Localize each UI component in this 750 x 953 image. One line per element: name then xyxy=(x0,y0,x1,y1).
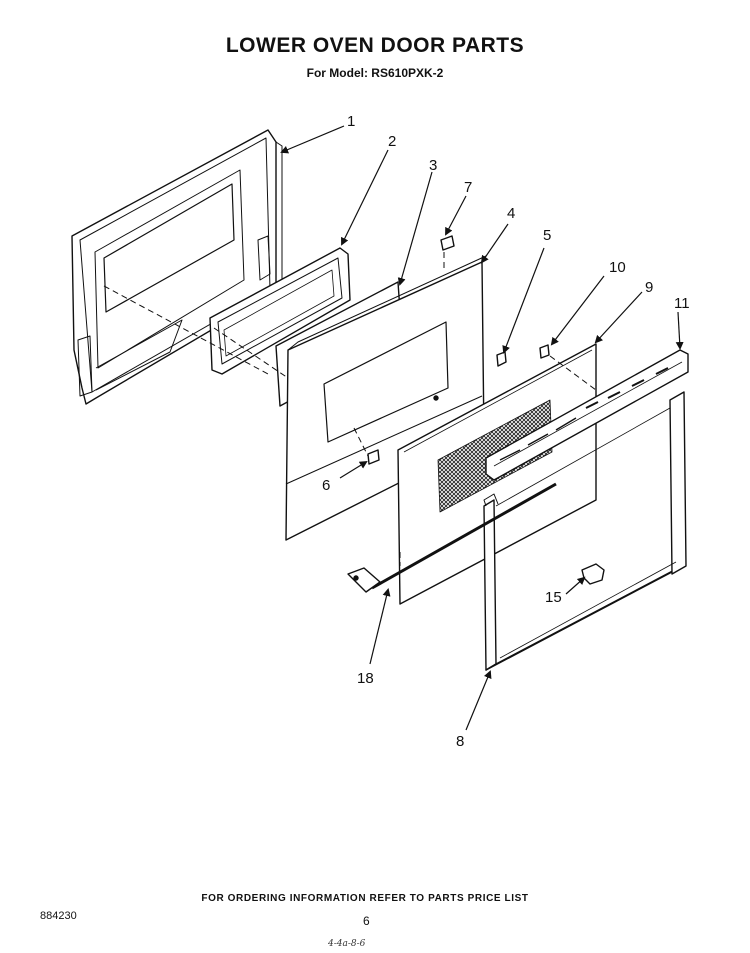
leader-lines xyxy=(280,125,684,731)
outer-door-panel xyxy=(71,129,283,405)
callout-18: 18 xyxy=(357,670,374,687)
page-number: 6 xyxy=(363,914,370,928)
callout-7: 7 xyxy=(464,179,472,196)
callout-3: 3 xyxy=(429,157,437,174)
window-gasket xyxy=(209,247,351,375)
callout-10: 10 xyxy=(609,259,626,276)
callout-9: 9 xyxy=(645,279,653,296)
ordering-note: FOR ORDERING INFORMATION REFER TO PARTS … xyxy=(201,893,529,904)
callout-6: 6 xyxy=(322,477,330,494)
upper-clip xyxy=(440,235,455,251)
callout-15: 15 xyxy=(545,589,562,606)
top-vent-trim xyxy=(485,349,689,481)
assembly-lines xyxy=(103,252,597,566)
callout-4: 4 xyxy=(507,205,515,222)
outer-door-frame xyxy=(483,391,687,671)
callout-5: 5 xyxy=(543,227,551,244)
callout-11: 11 xyxy=(674,295,690,312)
lower-clip xyxy=(367,449,380,465)
callout-numbers: 1 2 3 7 4 5 10 9 11 6 15 18 8 xyxy=(322,113,690,750)
document-number: 884230 xyxy=(40,910,77,922)
small-bracket xyxy=(539,344,550,359)
page-title: LOWER OVEN DOOR PARTS xyxy=(225,34,525,57)
latch-part xyxy=(581,563,605,585)
side-clip xyxy=(496,351,507,367)
callout-1: 1 xyxy=(347,113,355,130)
model-subtitle: For Model: RS610PXK-2 xyxy=(306,66,444,80)
callout-2: 2 xyxy=(388,133,396,150)
handwritten-note: 4-4a-8-6 xyxy=(328,939,366,949)
inner-door-liner xyxy=(285,255,487,541)
callout-8: 8 xyxy=(456,733,464,750)
hinge-rod xyxy=(347,482,557,593)
